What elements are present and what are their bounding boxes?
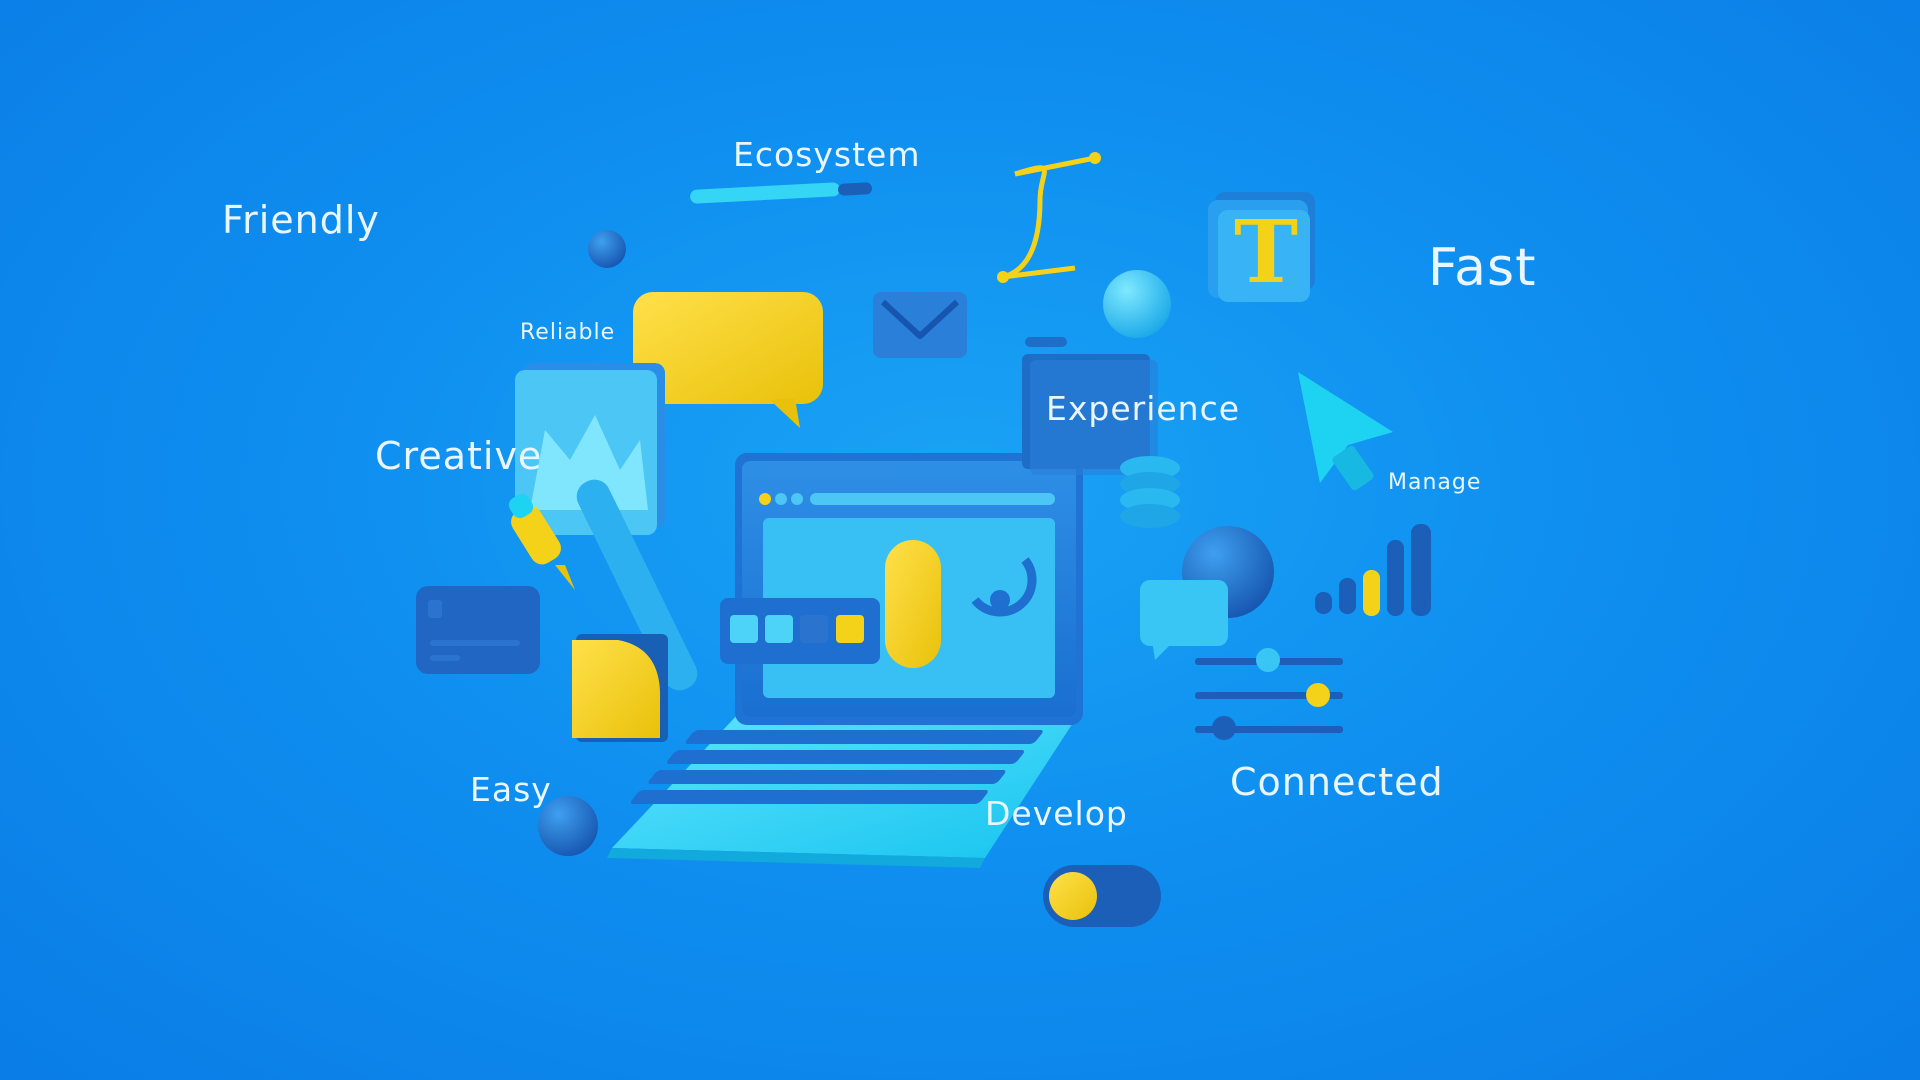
bar-chart-icon: [1315, 524, 1431, 616]
toggle-switch-icon: [1043, 865, 1161, 927]
sphere-icon: [588, 230, 626, 268]
coin-stack-icon: [1120, 456, 1180, 528]
mountain-chart-card-icon: [515, 363, 665, 535]
word-connected: Connected: [1230, 760, 1444, 804]
slider-controls-icon: [1195, 648, 1343, 740]
word-experience: Experience: [1046, 389, 1241, 428]
word-ecosystem: Ecosystem: [733, 135, 921, 174]
word-manage: Manage: [1388, 470, 1482, 495]
word-develop: Develop: [985, 794, 1128, 833]
word-fast: Fast: [1428, 238, 1537, 298]
experience-card-icon: [1022, 337, 1158, 475]
text-tile-letter: T: [1234, 202, 1298, 303]
sphere-icon: [1103, 270, 1171, 338]
text-tile-icon: [1208, 192, 1315, 302]
credit-card-icon: [416, 586, 540, 674]
ecosystem-bar-icon: [690, 182, 872, 204]
pill-icon: [885, 540, 941, 668]
envelope-icon: [873, 292, 967, 358]
progress-panel-icon: [720, 598, 880, 664]
sphere-icon: [538, 796, 598, 856]
cursor-arrow-icon: [1298, 372, 1393, 491]
sticky-note-icon: [572, 634, 668, 742]
chat-bubble-icon: [1140, 580, 1228, 660]
word-creative: Creative: [375, 434, 543, 478]
word-easy: Easy: [470, 770, 552, 809]
chat-bubble-icon: [633, 292, 823, 428]
word-reliable: Reliable: [520, 320, 616, 345]
word-friendly: Friendly: [222, 198, 380, 242]
bezier-curve-icon: [997, 152, 1101, 283]
